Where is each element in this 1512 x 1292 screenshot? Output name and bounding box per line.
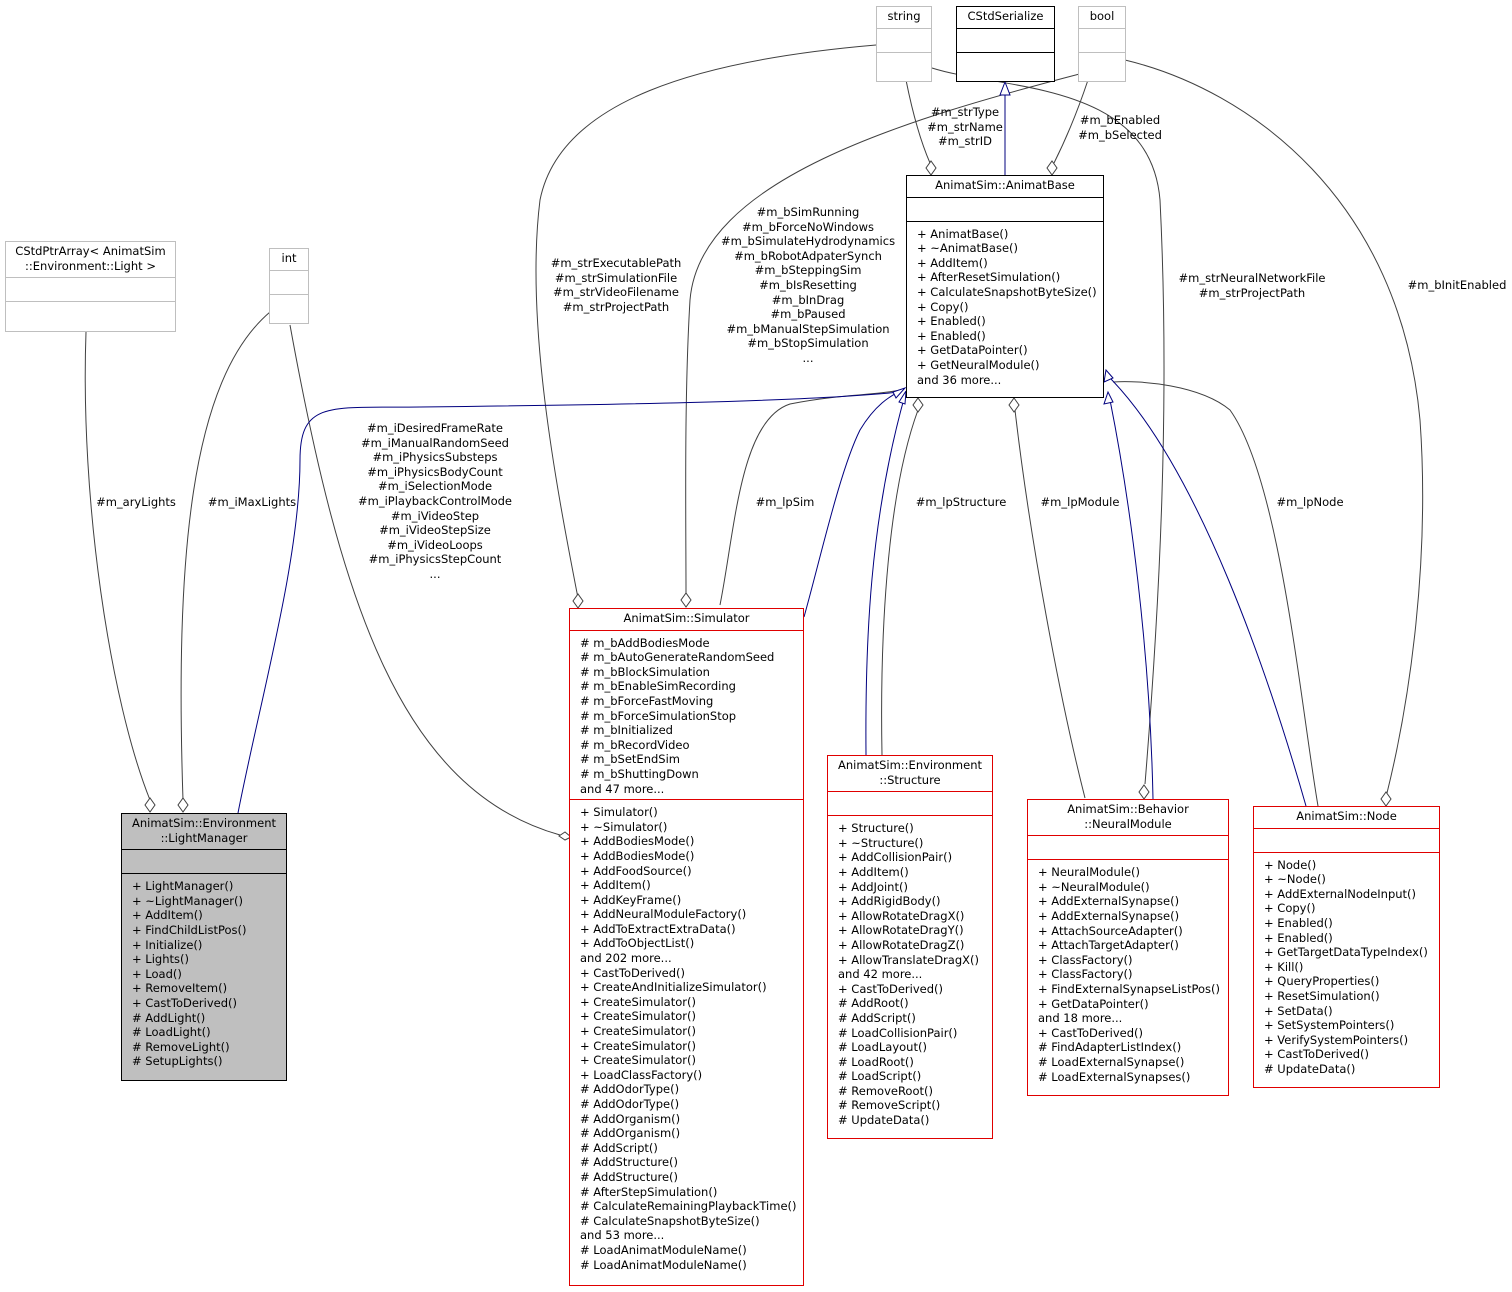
class-node[interactable]: AnimatSim::Node + Node()+ ~Node() + AddE… (1253, 806, 1440, 1088)
edge-label-maxlights: #m_iMaxLights (207, 495, 297, 509)
edge-label-lpsim: #m_lpSim (755, 495, 815, 509)
diamond-simulator-bool (680, 592, 692, 608)
method-list: + AnimatBase()+ ~AnimatBase() + AddItem(… (907, 220, 1103, 391)
class-title: AnimatSim::Environment ::LightManager (132, 816, 276, 845)
diamond-node (1380, 791, 1392, 807)
diamond-simulator-string (572, 593, 584, 609)
edge-ary-lights (84, 331, 151, 801)
arrow-animatbase-2 (898, 390, 907, 405)
class-cstdptrarray[interactable]: CStdPtrArray< AnimatSim ::Environment::L… (5, 241, 176, 332)
edge-inherit-simulator (803, 389, 903, 618)
class-string[interactable]: string (876, 6, 932, 82)
edge-label-arylights: #m_aryLights (96, 495, 176, 509)
class-animatbase[interactable]: AnimatSim::AnimatBase + AnimatBase()+ ~A… (906, 175, 1104, 398)
edge-label-initenabled: #m_bInitEnabled (1407, 278, 1507, 292)
class-title: string (887, 9, 921, 23)
diamond-lightmanager-1 (144, 797, 156, 813)
arrow-animatbase-4 (1103, 368, 1114, 383)
class-int[interactable]: int (269, 248, 309, 324)
arrow-serialize (999, 80, 1011, 96)
edge-label-simbools: #m_bSimRunning#m_bForceNoWindows #m_bSim… (720, 205, 896, 365)
diamond-neuralmodule (1138, 784, 1150, 800)
edge-label-lpstructure: #m_lpStructure (915, 495, 1007, 509)
class-title: AnimatSim::Environment ::Structure (838, 758, 982, 787)
class-simulator[interactable]: AnimatSim::Simulator # m_bAddBodiesMode#… (569, 608, 804, 1286)
attribute-list: # m_bAddBodiesMode# m_bAutoGenerateRando… (570, 629, 803, 800)
edge-max-lights (180, 311, 271, 801)
edge-string-simulator (535, 44, 877, 599)
edge-lpsim (719, 389, 901, 606)
diamond-animatbase-bool (1046, 160, 1058, 176)
class-title: CStdPtrArray< AnimatSim ::Environment::L… (15, 244, 166, 273)
edge-bool-animatbase (1053, 79, 1089, 164)
edge-label-nmstrings: #m_strNeuralNetworkFile#m_strProjectPath (1178, 271, 1326, 300)
class-title: AnimatSim::Node (1296, 809, 1397, 823)
arrow-animatbase-1 (892, 386, 907, 399)
class-title: int (281, 251, 297, 265)
class-bool[interactable]: bool (1078, 6, 1126, 82)
edge-inherit-node (1109, 377, 1307, 807)
diamond-simulator-ints (558, 831, 572, 841)
class-cstdserialize[interactable]: CStdSerialize (956, 6, 1055, 82)
edge-label-lpnode: #m_lpNode (1276, 495, 1344, 509)
edge-ints-simulator (289, 324, 561, 836)
arrow-animatbase-3 (1103, 390, 1114, 405)
edge-label-simints: #m_iDesiredFrameRate#m_iManualRandomSeed… (358, 421, 512, 581)
diamond-animatbase-module (1008, 397, 1020, 413)
edge-inherit-lightmanager (237, 391, 901, 814)
edge-inherit-neuralmodule (1109, 399, 1154, 800)
edge-string-animatbase (905, 79, 931, 164)
class-neuralmodule[interactable]: AnimatSim::Behavior ::NeuralModule + Neu… (1027, 799, 1229, 1096)
edge-lpnode (1112, 381, 1319, 807)
method-list: + Simulator()+ ~Simulator() + AddBodiesM… (570, 799, 803, 1275)
method-list: + NeuralModule()+ ~NeuralModule() + AddE… (1028, 859, 1228, 1087)
class-title: AnimatSim::AnimatBase (935, 178, 1075, 192)
method-list: + Structure()+ ~Structure() + AddCollisi… (828, 815, 992, 1130)
class-title: AnimatSim::Behavior ::NeuralModule (1067, 802, 1189, 831)
edge-inherit-structure (865, 394, 906, 756)
edge-lpmodule (1014, 409, 1086, 799)
class-structure[interactable]: AnimatSim::Environment ::Structure + Str… (827, 755, 993, 1139)
diamond-lightmanager-2 (177, 797, 189, 813)
method-list: + LightManager()+ ~LightManager() + AddI… (122, 873, 286, 1072)
diamond-animatbase-structure (912, 397, 924, 413)
diamond-animatbase-string (925, 160, 937, 176)
edge-label-strtype: #m_strType#m_strName#m_strID (927, 105, 1003, 149)
edge-bool-simulator (685, 69, 1096, 594)
class-lightmanager[interactable]: AnimatSim::Environment ::LightManager + … (121, 813, 287, 1081)
class-title: AnimatSim::Simulator (623, 611, 750, 625)
edge-label-benabled: #m_bEnabled#m_bSelected (1078, 113, 1162, 142)
method-list: + Node()+ ~Node() + AddExternalNodeInput… (1254, 851, 1439, 1080)
edge-bool-node (1124, 59, 1424, 794)
edge-label-lpmodule: #m_lpModule (1040, 495, 1120, 509)
edge-lpstructure (881, 409, 919, 756)
edge-label-simstrings: #m_strExecutablePath#m_strSimulationFile… (550, 256, 682, 314)
class-title: bool (1089, 9, 1115, 23)
edge-string-neuralmodule (931, 67, 1165, 785)
class-title: CStdSerialize (967, 9, 1044, 23)
